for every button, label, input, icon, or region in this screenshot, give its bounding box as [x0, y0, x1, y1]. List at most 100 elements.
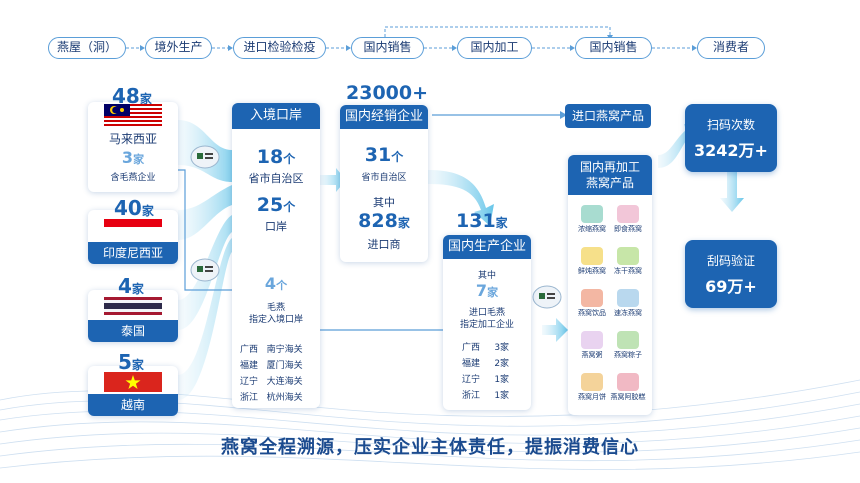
- producer-row: 浙江 1家: [462, 388, 509, 401]
- country-malaysia-name: 马来西亚: [108, 132, 157, 146]
- customs: 大连海关: [266, 377, 303, 387]
- porridge-icon: [581, 331, 603, 349]
- scan-label: 扫码次数: [706, 118, 755, 132]
- count-number: 4: [118, 274, 132, 298]
- ports-raw-nest-label-1: 毛燕: [266, 303, 285, 313]
- unit: 家: [487, 286, 499, 299]
- reprocess-card: 国内再加工 燕窝产品: [568, 155, 652, 415]
- count-unit: 家: [141, 204, 154, 218]
- sub-count-number: 3: [121, 148, 134, 167]
- scan-card: 扫码次数 3242万+: [685, 104, 777, 172]
- count: 1家: [494, 391, 510, 401]
- producers-label-1: 进口毛燕: [468, 308, 505, 318]
- product-item: 燕窝粥: [574, 331, 610, 360]
- port-row: 辽宁 大连海关: [240, 374, 303, 387]
- jar-icon: [617, 205, 639, 223]
- malaysia-flag-icon: [104, 104, 162, 126]
- ports-raw-nest-label-2: 指定入境口岸: [248, 315, 303, 325]
- flow-step-domestic-processing: 国内加工: [457, 37, 532, 59]
- product-item: 即食燕窝: [610, 205, 646, 234]
- bottle-icon: [581, 247, 603, 265]
- indonesia-flag-icon: [104, 219, 162, 235]
- scan-value: 3242万+: [694, 141, 768, 160]
- number: 31: [364, 144, 392, 166]
- port-row: 福建 厦门海关: [240, 358, 303, 371]
- flow-step-overseas-production: 境外生产: [145, 37, 212, 59]
- product-label: 燕窝月饼: [578, 393, 606, 401]
- product-item: 浓缩燕窝: [574, 205, 610, 234]
- malaysia-sub-count: 3家: [88, 148, 178, 167]
- producer-row: 广西 3家: [462, 340, 509, 353]
- ports-port-count: 25个: [232, 194, 320, 216]
- qr-seal-icon: [190, 258, 220, 282]
- reprocess-header: 国内再加工 燕窝产品: [568, 155, 652, 195]
- ports-card: 入境口岸: [232, 103, 320, 408]
- thailand-flag-icon: [104, 297, 162, 315]
- province: 浙江: [462, 391, 481, 401]
- ports-title: 入境口岸: [232, 103, 320, 129]
- number: 131: [456, 210, 496, 232]
- province: 福建: [462, 359, 481, 369]
- province: 广西: [462, 343, 481, 353]
- qr-seal-icon: [532, 285, 562, 309]
- count-unit: 家: [131, 282, 144, 296]
- flow-step-import-inspection: 进口检验检疫: [233, 37, 326, 59]
- country-indonesia-count: 40家: [114, 196, 154, 220]
- mooncake-icon: [581, 373, 603, 391]
- producers-total: 131家: [456, 210, 508, 232]
- unit: 个: [283, 200, 296, 214]
- drink-icon: [581, 289, 603, 307]
- cake-icon: [617, 373, 639, 391]
- product-item: 速冻燕窝: [610, 289, 646, 318]
- product-item: 燕窝粽子: [610, 331, 646, 360]
- product-label: 燕窝粽子: [614, 351, 642, 359]
- bowl-icon: [581, 205, 603, 223]
- unit: 个: [283, 152, 296, 166]
- reprocess-title-2: 燕窝产品: [585, 176, 634, 190]
- number: 25: [256, 194, 284, 216]
- number: 828: [358, 210, 398, 232]
- product-label: 浓缩燕窝: [578, 225, 606, 233]
- flow-step-consumer: 消费者: [697, 37, 765, 59]
- unit: 家: [397, 216, 410, 230]
- dealers-title: 国内经销企业: [340, 105, 428, 129]
- product-label: 即食燕窝: [614, 225, 642, 233]
- product-label: 鲜炖燕窝: [578, 267, 606, 275]
- customs: 厦门海关: [266, 361, 303, 371]
- unit: 个: [391, 150, 404, 164]
- province: 辽宁: [240, 377, 259, 387]
- customs: 杭州海关: [266, 393, 303, 403]
- producer-row: 福建 2家: [462, 356, 509, 369]
- port-row: 广西 南宁海关: [240, 342, 303, 355]
- verify-value: 69万+: [705, 277, 757, 296]
- producers-designated-count: 7家: [443, 281, 531, 300]
- province: 浙江: [240, 393, 259, 403]
- dealers-province-label: 省市自治区: [361, 173, 407, 183]
- flow-step-domestic-sales: 国内销售: [351, 37, 424, 59]
- malaysia-sub-label: 含毛燕企业: [110, 173, 156, 183]
- product-label: 燕窝粥: [581, 351, 603, 359]
- zongzi-icon: [617, 331, 639, 349]
- flow-step-domestic-sales-2: 国内销售: [575, 37, 652, 59]
- producer-row: 辽宁 1家: [462, 372, 509, 385]
- product-item: 冻干燕窝: [610, 247, 646, 276]
- count-number: 40: [114, 196, 142, 220]
- ports-port-label: 口岸: [265, 220, 287, 233]
- country-vietnam-count: 5家: [118, 350, 144, 374]
- ports-province-count: 18个: [232, 146, 320, 168]
- slogan: 燕窝全程溯源，压实企业主体责任，提振消费信心: [221, 437, 639, 458]
- dealers-importer-label: 进口商: [367, 238, 401, 251]
- product-label: 燕窝阿胶糕: [610, 393, 646, 401]
- port-row: 浙江 杭州海关: [240, 390, 303, 403]
- province: 福建: [240, 361, 259, 371]
- frozen-icon: [617, 289, 639, 307]
- producers-label-2: 指定加工企业: [459, 320, 514, 330]
- number: 18: [256, 146, 284, 168]
- import-products-label: 进口燕窝产品: [565, 104, 651, 128]
- sub-count-unit: 家: [133, 153, 145, 166]
- dealers-card: 国内经销企业: [340, 105, 428, 262]
- box-icon: [617, 247, 639, 265]
- province: 广西: [240, 345, 259, 355]
- dealers-total: 23000+: [346, 82, 429, 104]
- unit: 家: [495, 216, 508, 230]
